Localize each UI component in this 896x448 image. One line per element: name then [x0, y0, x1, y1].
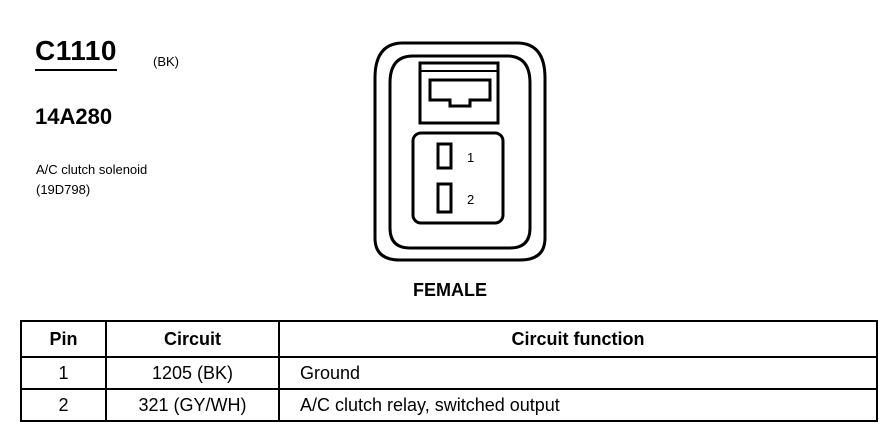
pin-1-label: 1 [467, 150, 474, 165]
cell-circuit-function: A/C clutch relay, switched output [278, 388, 878, 422]
cell-circuit-function: Ground [278, 356, 878, 390]
header-circuit-function: Circuit function [278, 320, 878, 358]
connector-gender-label: FEMALE [413, 280, 487, 300]
connector-face-diagram: 1 2 [373, 41, 547, 262]
cell-pin: 1 [20, 356, 107, 390]
connector-color: (BK) [153, 54, 179, 69]
pin-1-cavity [436, 142, 453, 170]
pin-table: Pin Circuit Circuit function 1 1205 (BK)… [20, 320, 878, 422]
latch-tab [428, 78, 492, 108]
latch-frame [418, 61, 500, 125]
description-line: (19D798) [36, 182, 91, 197]
cell-circuit: 321 (GY/WH) [105, 388, 280, 422]
description-line: A/C clutch solenoid [36, 162, 148, 177]
pin-cavity-block [411, 131, 505, 225]
pin-2-label: 2 [467, 192, 474, 207]
header-pin: Pin [20, 320, 107, 358]
connector-inner-shell [388, 54, 532, 250]
pin-2-cavity [436, 182, 453, 214]
table-header-row: Pin Circuit Circuit function [20, 320, 878, 358]
connector-id: C1110 [35, 36, 117, 71]
table-row: 1 1205 (BK) Ground [20, 356, 878, 390]
cell-circuit: 1205 (BK) [105, 356, 280, 390]
connector-description: A/C clutch solenoid (19D798) [36, 160, 147, 200]
table-row: 2 321 (GY/WH) A/C clutch relay, switched… [20, 388, 878, 422]
cell-pin: 2 [20, 388, 107, 422]
header-circuit: Circuit [105, 320, 280, 358]
connector-outer-shell [373, 41, 547, 262]
part-number: 14A280 [35, 104, 113, 129]
